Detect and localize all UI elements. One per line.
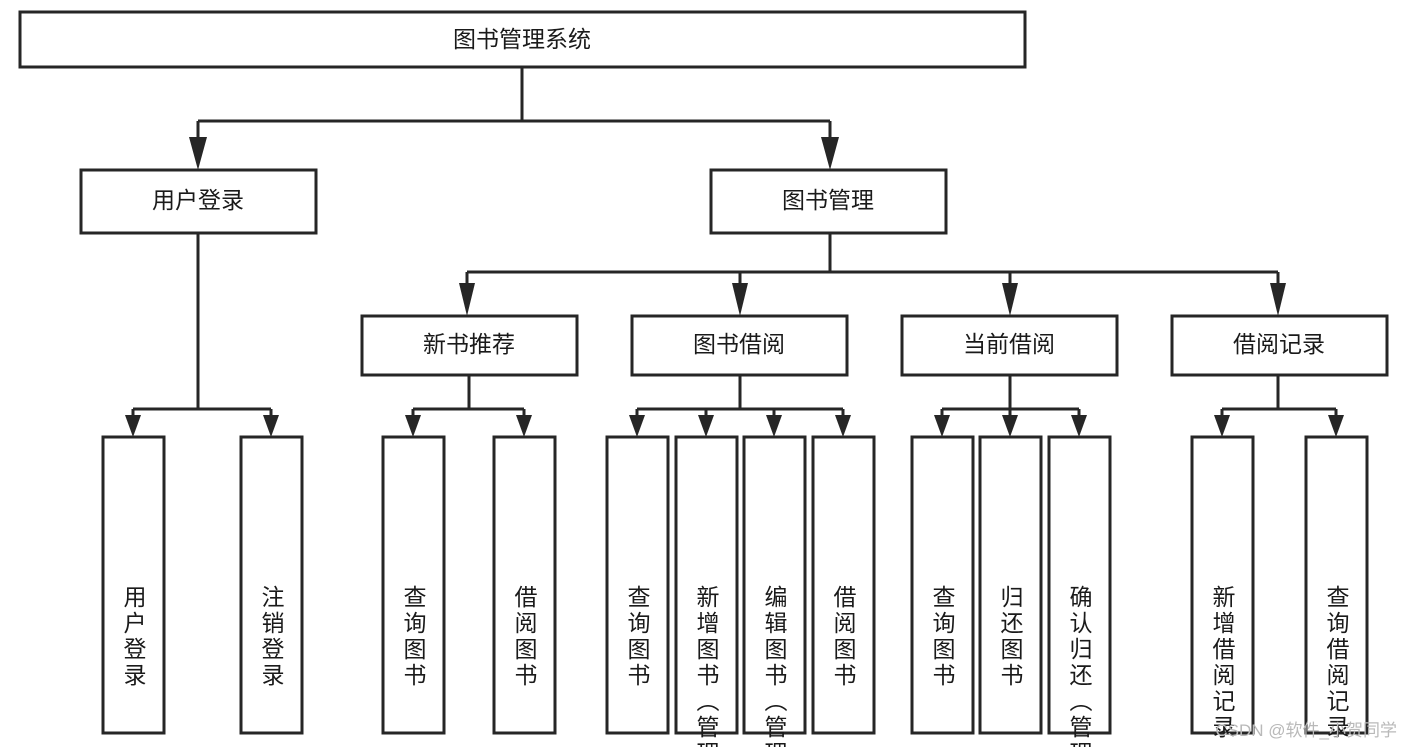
node-leaf-borrow-book-2-box[interactable] [811,435,876,735]
node-leaf-add-book-admin[interactable]: 新增图书（管理员） [674,435,739,747]
node-leaf-query-borrow-record[interactable]: 查询借阅记录 [1304,435,1369,741]
node-leaf-query-book-3[interactable]: 查询图书 [910,435,975,735]
node-book-borrow-label: 图书借阅 [693,331,785,357]
node-leaf-return-book-box[interactable] [978,435,1043,735]
arrow-head-new-book-recommend [459,283,475,316]
node-leaf-return-book-label: 归还图书 [997,585,1024,689]
node-leaf-logout-login[interactable]: 注销登录 [239,435,304,735]
node-leaf-borrow-book-1-box[interactable] [492,435,557,735]
node-leaf-user-login[interactable]: 用户登录 [101,435,166,735]
node-leaf-query-book-1-label: 查询图书 [400,585,427,689]
arrow-head-borrow-record [1270,283,1286,316]
node-new-book-recommend-label: 新书推荐 [423,331,515,357]
connector-group-new-book-recommend [405,375,532,437]
arrow-head-leaf-query-borrow-record [1328,415,1344,437]
node-leaf-borrow-book-2[interactable]: 借阅图书 [811,435,876,735]
node-book-management[interactable]: 图书管理 [709,168,948,235]
node-leaf-return-book[interactable]: 归还图书 [978,435,1043,735]
connector-group-book-management [459,233,1286,316]
node-root[interactable]: 图书管理系统 [18,10,1027,69]
node-new-book-recommend[interactable]: 新书推荐 [360,314,579,377]
node-current-borrow-box[interactable] [900,314,1119,377]
node-root-label: 图书管理系统 [453,26,591,52]
node-current-borrow[interactable]: 当前借阅 [900,314,1119,377]
connector-group-user-login [125,233,279,437]
node-leaf-add-borrow-record[interactable]: 新增借阅记录 [1190,435,1255,741]
node-leaf-add-borrow-record-box[interactable] [1190,435,1255,735]
node-leaf-add-book-admin-label: 新增图书（管理员） [693,585,720,747]
node-leaf-confirm-return-admin-label: 确认归还（管理员） [1066,585,1093,747]
arrow-head-leaf-query-book-3 [934,415,950,437]
node-borrow-record[interactable]: 借阅记录 [1170,314,1389,377]
arrow-head-leaf-borrow-book-2 [835,415,851,437]
node-borrow-record-box[interactable] [1170,314,1389,377]
node-leaf-borrow-book-2-label: 借阅图书 [830,585,857,689]
node-leaf-query-book-2-label: 查询图书 [624,585,651,689]
arrow-head-leaf-borrow-book-1 [516,415,532,437]
node-leaf-borrow-book-1-label: 借阅图书 [511,585,538,689]
node-leaf-edit-book-admin-label: 编辑图书（管理员） [761,585,788,747]
csdn-watermark: CSDN @软件_小贺同学 [1215,721,1397,740]
node-new-book-recommend-box[interactable] [360,314,579,377]
node-leaf-add-book-admin-box[interactable] [674,435,739,735]
connector-group-current-borrow [934,375,1087,437]
node-book-borrow-box[interactable] [630,314,849,377]
arrow-head-book-management [821,137,839,170]
node-book-management-label: 图书管理 [782,187,874,213]
node-book-borrow[interactable]: 图书借阅 [630,314,849,377]
arrow-head-leaf-query-book-2 [629,415,645,437]
arrow-head-current-borrow [1002,283,1018,316]
arrow-head-leaf-edit-book-admin [766,415,782,437]
arrow-head-leaf-user-login [125,415,141,437]
node-leaf-query-borrow-record-box[interactable] [1304,435,1369,735]
node-leaf-confirm-return-admin[interactable]: 确认归还（管理员） [1047,435,1112,747]
arrow-head-leaf-add-borrow-record [1214,415,1230,437]
node-leaf-logout-login-box[interactable] [239,435,304,735]
node-user-login[interactable]: 用户登录 [79,168,318,235]
node-user-login-box[interactable] [79,168,318,235]
node-current-borrow-label: 当前借阅 [963,331,1055,357]
connector-group-book-borrow [629,375,851,437]
node-leaf-confirm-return-admin-box[interactable] [1047,435,1112,735]
node-leaf-borrow-book-1[interactable]: 借阅图书 [492,435,557,735]
node-leaf-query-book-3-box[interactable] [910,435,975,735]
node-leaf-query-book-1-box[interactable] [381,435,446,735]
node-book-management-box[interactable] [709,168,948,235]
arrow-head-leaf-logout-login [263,415,279,437]
connector-group-borrow-record [1214,375,1344,437]
arrow-head-leaf-return-book [1002,415,1018,437]
node-leaf-query-book-2-box[interactable] [605,435,670,735]
node-leaf-query-book-2[interactable]: 查询图书 [605,435,670,735]
node-leaf-edit-book-admin[interactable]: 编辑图书（管理员） [742,435,807,747]
node-borrow-record-label: 借阅记录 [1233,331,1325,357]
arrow-head-leaf-add-book-admin [698,415,714,437]
arrow-head-leaf-confirm-return-admin [1071,415,1087,437]
node-root-box[interactable] [18,10,1027,69]
arrow-head-user-login [189,137,207,170]
node-user-login-label: 用户登录 [152,187,244,213]
node-leaf-edit-book-admin-box[interactable] [742,435,807,735]
node-leaf-query-borrow-record-label: 查询借阅记录 [1323,585,1350,741]
connector-group-root [189,67,839,170]
arrow-head-leaf-query-book-1 [405,415,421,437]
arrow-head-book-borrow [732,283,748,316]
node-leaf-add-borrow-record-label: 新增借阅记录 [1209,585,1236,741]
node-leaf-user-login-box[interactable] [101,435,166,735]
node-leaf-user-login-label: 用户登录 [120,585,147,689]
node-leaf-query-book-1[interactable]: 查询图书 [381,435,446,735]
node-leaf-query-book-3-label: 查询图书 [929,585,956,689]
node-leaf-logout-login-label: 注销登录 [258,585,285,689]
